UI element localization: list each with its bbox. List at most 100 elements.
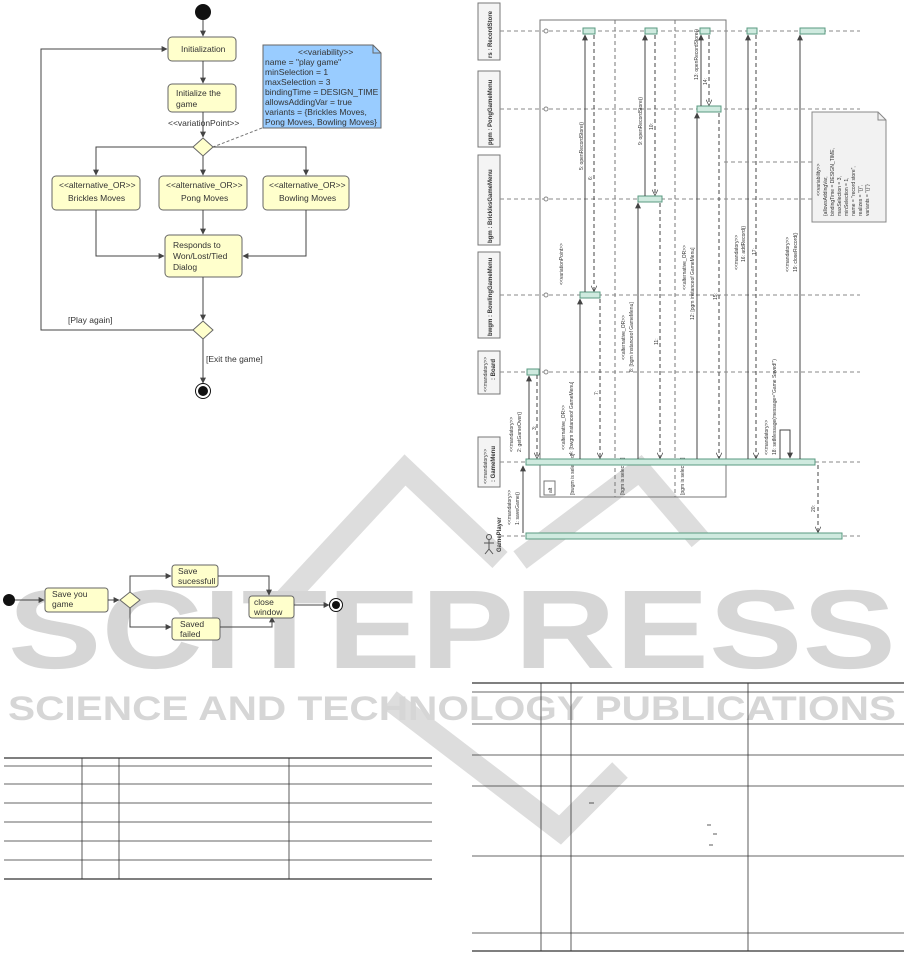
- msg-4-stereotype: <<alternative_OR>>: [561, 405, 567, 450]
- variability-note-line4: maxSelection = 3: [265, 77, 331, 87]
- lifeline-label-pong-menu: pgm : PongGameMenu: [488, 79, 494, 145]
- msg-16: 16: addRecord(): [741, 226, 747, 262]
- msg-16-stereotype: <<mandatory>>: [734, 235, 740, 270]
- initialize-game-node: [167, 83, 237, 113]
- msg-15: 15:: [713, 293, 719, 300]
- sequence-variability-note: [811, 111, 887, 223]
- brickles-moves-label: Brickles Moves: [68, 193, 125, 203]
- guard-bwgm: [bwgm is selected]: [570, 453, 576, 495]
- responds-line3: Dialog: [173, 262, 197, 272]
- lifeline-label-record-store: rs : RecordStore: [488, 10, 494, 58]
- pong-moves-label: Pong Moves: [181, 193, 228, 203]
- msg-2: 2: getGameOver(): [517, 411, 523, 452]
- msg-variation-point: <<variationPoint>>: [559, 243, 565, 285]
- responds-line2: Won/Lost/Tied: [173, 251, 228, 261]
- initialize-game-line1: Initialize the: [176, 88, 221, 98]
- lifeline-label-brickles-menu: bgm : BricklesGameMenu: [488, 169, 494, 243]
- variability-note-line8: Pong Moves, Bowling Moves}: [265, 117, 377, 127]
- responds-line1: Responds to: [173, 240, 221, 250]
- variability-note: [262, 44, 382, 129]
- lifeline-label-game-menu: : GameMenu: [491, 446, 497, 482]
- activation-bars: [525, 27, 843, 540]
- sequence-diagram: alt [bwgm is selected] [bgm is selected]…: [477, 2, 887, 555]
- merge-decision-node: [192, 320, 214, 340]
- lifeline-stereotype-game-menu: <<mandatory>>: [483, 449, 489, 484]
- brickles-moves-stereotype: <<alternative_OR>>: [59, 180, 136, 190]
- msg-12-stereotype: <<alternative_OR>>: [682, 245, 688, 290]
- seq-note-line3: bindingTime = DESIGN_TIME,: [830, 148, 836, 216]
- lifeline-label-board: : Board: [491, 359, 497, 380]
- msg-11: 11:: [654, 338, 660, 345]
- msg-8: 8: [bgm instanceof GameMenu]: [629, 302, 635, 372]
- watermark-subtitle: SCIENCE AND TECHNOLOGY PUBLICATIONS: [8, 690, 896, 728]
- watermark: SCITEPRESS SCIENCE AND TECHNOLOGY PUBLIC…: [8, 454, 896, 845]
- variability-note-line6: allowsAddingVar = true: [265, 97, 352, 107]
- msg-1: 1: saveGame(): [515, 492, 521, 525]
- save-you-line1: Save you: [52, 589, 88, 599]
- close-window-line2: window: [253, 607, 283, 617]
- msg-18: 18: setMessage(message="Game Saved!"): [772, 359, 778, 455]
- save-success-line1: Save: [178, 566, 198, 576]
- decision-node: [192, 137, 214, 157]
- save-success-line2: sucessfull: [178, 576, 215, 586]
- msg-1-stereotype: <<mandatory>>: [507, 490, 513, 525]
- right-table: [472, 682, 904, 952]
- initialization-node: [167, 36, 237, 62]
- msg-20: 20:: [811, 505, 817, 512]
- variability-note-line5: bindingTime = DESIGN_TIME: [265, 87, 379, 97]
- seq-note-line6: name = "record store",: [851, 166, 857, 216]
- alt-fragment-tag: alt: [548, 487, 554, 493]
- left-table: [4, 757, 432, 880]
- seq-note-line1: <<variability>>: [816, 163, 822, 196]
- close-window-node: [248, 595, 295, 619]
- guard-pgm: [pgm is selected]: [680, 457, 686, 495]
- seq-note-line8: variants = "{}"}: [865, 184, 871, 216]
- msg-8-stereotype: <<alternative_OR>>: [621, 315, 627, 360]
- seq-note-line2: {allowsAddingVar,: [823, 176, 829, 216]
- saved-failed-line1: Saved: [180, 619, 204, 629]
- msg-12: 12: [pgm instanceof GameMenu]: [690, 247, 696, 320]
- seq-note-line5: minSelection = 1,: [844, 178, 850, 217]
- exit-game-guard: [Exit the game]: [206, 354, 263, 364]
- variation-point-label: <<variationPoint>>: [168, 118, 239, 128]
- variability-note-line2: name = "play game": [265, 57, 341, 67]
- lifeline-head-brickles-menu: [477, 154, 501, 246]
- initialize-game-line2: game: [176, 99, 198, 109]
- msg-13: 13: openRecordStore(): [694, 29, 700, 80]
- save-you-line2: game: [52, 599, 74, 609]
- message-lines: [520, 34, 818, 533]
- guard-bgm: [bgm is selected]: [620, 457, 626, 495]
- seq-note-line7: realizes = "{}",: [858, 185, 864, 216]
- msg-14: 14:: [703, 78, 709, 85]
- msg-6: 6:: [588, 176, 594, 180]
- variability-note-line3: minSelection = 1: [265, 67, 328, 77]
- bowling-moves-label: Bowling Moves: [279, 193, 336, 203]
- saved-failed-line2: failed: [180, 629, 201, 639]
- msg-18-stereotype: <<mandatory>>: [764, 420, 770, 455]
- msg-17: 17:: [752, 248, 758, 255]
- msg-7: 7:: [594, 391, 600, 395]
- variability-note-line1: <<variability>>: [298, 47, 353, 57]
- lifeline-circles: [543, 28, 549, 375]
- msg-19-stereotype: <<mandatory>>: [785, 237, 791, 272]
- watermark-title: SCITEPRESS: [8, 567, 896, 692]
- alt-fragment: [539, 19, 727, 498]
- lifeline-heads: rs : RecordStore pgm : PongGameMenu bgm …: [477, 2, 503, 555]
- watermark-logo: [266, 454, 709, 845]
- close-window-line1: close: [254, 597, 274, 607]
- actor-game-player-icon: [484, 534, 494, 555]
- activity-diagram: Initialization Initialize the game <<var…: [40, 4, 382, 399]
- pong-moves-stereotype: <<alternative_OR>>: [166, 180, 243, 190]
- msg-5: 5: openRecordStore(): [579, 122, 585, 170]
- seq-note-line4: maxSelection = 3,: [837, 176, 843, 216]
- play-again-guard: [Play again]: [68, 315, 112, 325]
- saved-failed-node: [171, 617, 221, 641]
- save-flow-diagram: Save you game Save sucessfull Saved fail…: [3, 564, 343, 641]
- lifeline-stereotype-board: <<mandatory>>: [483, 357, 489, 392]
- save-initial-node: [3, 594, 15, 606]
- variability-note-line7: variants = {Brickles Moves,: [265, 107, 367, 117]
- msg-3: 3:: [532, 426, 538, 430]
- msg-19: 19: closeRecord(): [793, 232, 799, 272]
- bowling-moves-stereotype: <<alternative_OR>>: [269, 180, 346, 190]
